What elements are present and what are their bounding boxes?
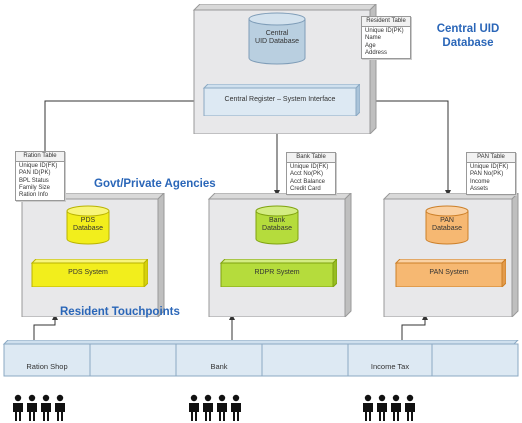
- pan-system-label: PAN System: [429, 269, 469, 276]
- table-field: Address: [365, 49, 388, 56]
- central-register-bar: [202, 84, 360, 116]
- table-field: Unique ID(FK): [470, 164, 509, 171]
- pds-db-label: PDS Database: [73, 217, 103, 232]
- central-register-label: Central Register – System Interface: [224, 96, 336, 103]
- touchpoints-title: Resident Touchpoints: [60, 306, 180, 318]
- touchpoint-income-tax: Income Tax: [370, 362, 410, 371]
- pan-db-label: PAN Database: [432, 217, 462, 232]
- table-field: Acct No(PK): [290, 171, 324, 178]
- agencies-title: Govt/Private Agencies: [94, 178, 216, 190]
- ration-table: Ration Table Unique ID(FK) PAN ID(PK) BP…: [15, 151, 65, 202]
- central-db-label: Central UID Database: [255, 30, 299, 45]
- table-field: Unique ID(FK): [290, 164, 329, 171]
- rdpr-system-label: RDPR System: [254, 269, 300, 276]
- table-field: Name: [365, 35, 382, 42]
- resident-table-header: Resident Table: [362, 17, 410, 28]
- rdpr-system-bar: [219, 259, 337, 287]
- pds-db-icon: [66, 205, 110, 245]
- table-field: Ration Info: [19, 192, 49, 199]
- link-ration-pds: [33, 314, 58, 345]
- touchpoint-bank: Bank: [210, 362, 228, 371]
- bank-table: Bank Table Unique ID(FK) Acct No(PK) Acc…: [286, 152, 336, 196]
- ration-table-header: Ration Table: [16, 152, 64, 163]
- table-field: Unique ID(FK): [19, 163, 58, 170]
- bank-table-header: Bank Table: [287, 153, 335, 164]
- table-field: Acct Balance: [290, 178, 326, 185]
- pan-system-bar: [394, 259, 506, 287]
- pan-db-icon: [425, 205, 469, 245]
- bank-db-label: Bank Database: [262, 217, 292, 232]
- resident-group-1-icon: [13, 394, 65, 421]
- table-field: Credit Card: [290, 185, 321, 192]
- central-uid-title: Central UID Database: [436, 23, 500, 49]
- link-incometax-pan: [401, 314, 428, 345]
- bank-db-icon: [255, 205, 299, 245]
- table-field: Income: [470, 178, 490, 185]
- pds-system-bar: [30, 259, 148, 287]
- central-db-icon: [248, 12, 306, 65]
- link-central-pan: [345, 98, 451, 196]
- table-field: PAN ID(PK): [19, 170, 51, 177]
- touchpoint-ration-shop: Ration Shop: [26, 362, 68, 371]
- table-field: Unique ID(PK): [365, 28, 404, 35]
- table-field: Assets: [470, 185, 489, 192]
- pan-table: PAN Table Unique ID(FK) PAN No(PK) Incom…: [466, 152, 516, 196]
- table-field: Age: [365, 42, 376, 49]
- touchpoints-bar: [2, 340, 519, 377]
- table-field: Family Size: [19, 184, 51, 191]
- pan-table-header: PAN Table: [467, 153, 515, 164]
- resident-group-3-icon: [363, 394, 415, 421]
- resident-group-2-icon: [189, 394, 241, 421]
- pds-system-label: PDS System: [68, 269, 108, 276]
- table-field: BPL Status: [19, 177, 49, 184]
- table-field: PAN No(PK): [470, 171, 504, 178]
- resident-table: Resident Table Unique ID(PK) Name Age Ad…: [361, 16, 411, 60]
